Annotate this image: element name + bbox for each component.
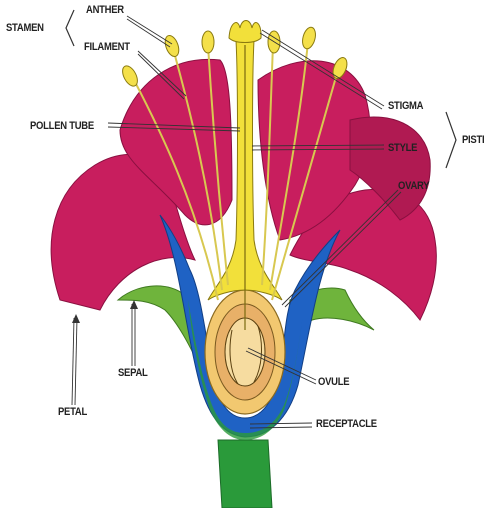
- label-style: STYLE: [388, 142, 417, 154]
- stem: [218, 440, 272, 508]
- label-petal: PETAL: [58, 406, 87, 418]
- stamen-bracket: [66, 10, 74, 46]
- label-filament: FILAMENT: [84, 41, 130, 53]
- label-pollen-tube: POLLEN TUBE: [30, 120, 94, 132]
- label-ovule: OVULE: [318, 376, 349, 388]
- label-stigma: STIGMA: [388, 100, 423, 112]
- label-receptacle: RECEPTACLE: [316, 418, 377, 430]
- label-sepal: SEPAL: [118, 367, 148, 379]
- label-stamen: STAMEN: [6, 22, 44, 34]
- label-anther: ANTHER: [86, 4, 124, 16]
- label-ovary: OVARY: [398, 180, 429, 192]
- pistil-bracket: [446, 112, 456, 168]
- stigma: [229, 21, 261, 43]
- label-pistil: PISTI: [462, 134, 484, 146]
